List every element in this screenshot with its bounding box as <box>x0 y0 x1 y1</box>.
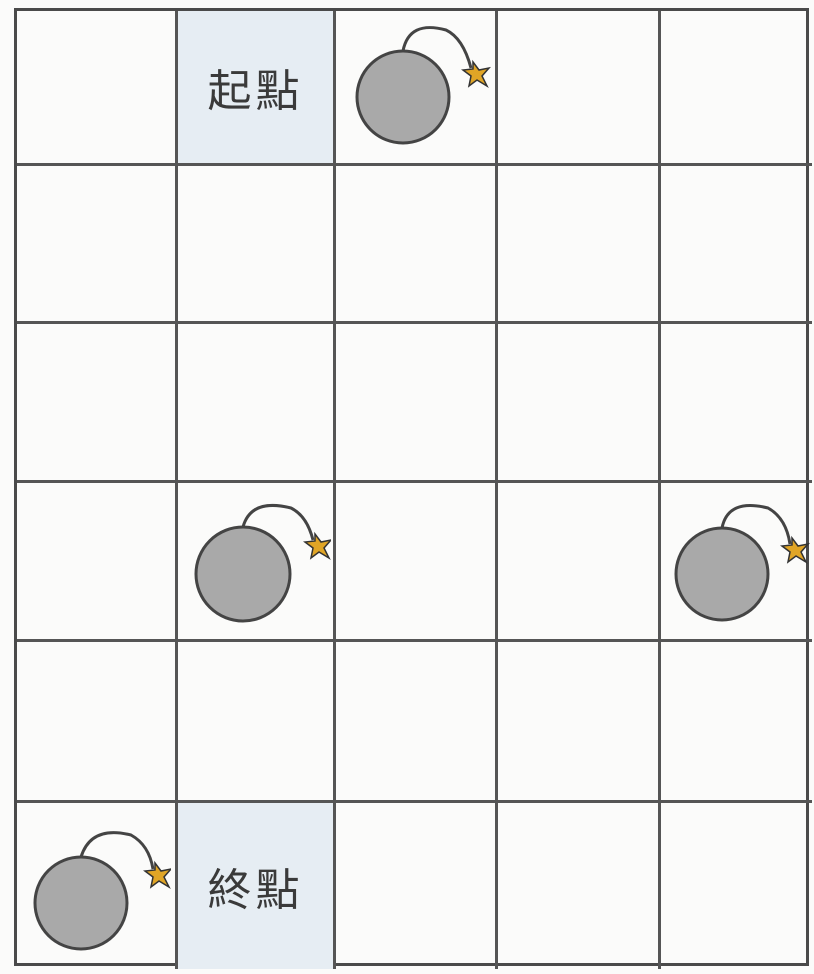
cell-start[interactable]: 起點 <box>178 11 336 166</box>
cell-r0-c2[interactable] <box>336 11 498 166</box>
cell-r1-c0[interactable] <box>17 166 178 324</box>
cell-r0-c0[interactable] <box>17 11 178 166</box>
cell-r2-c1[interactable] <box>178 324 336 483</box>
cell-r1-c1[interactable] <box>178 166 336 324</box>
game-board: 起點 <box>14 8 809 966</box>
cell-r2-c0[interactable] <box>17 324 178 483</box>
cell-r3-c1[interactable] <box>178 483 336 642</box>
start-label: 起點 <box>208 55 304 119</box>
bomb-icon <box>341 22 491 152</box>
cell-r2-c4[interactable] <box>661 324 812 483</box>
cell-r4-c2[interactable] <box>336 642 498 803</box>
bomb-icon <box>181 496 331 626</box>
bomb-icon <box>662 496 812 626</box>
cell-r4-c1[interactable] <box>178 642 336 803</box>
cell-r3-c3[interactable] <box>498 483 661 642</box>
cell-r4-c3[interactable] <box>498 642 661 803</box>
cell-r3-c4[interactable] <box>661 483 812 642</box>
end-label: 終點 <box>208 854 304 918</box>
cell-r3-c0[interactable] <box>17 483 178 642</box>
cell-r5-c2[interactable] <box>336 803 498 969</box>
cell-r0-c3[interactable] <box>498 11 661 166</box>
cell-r5-c4[interactable] <box>661 803 812 969</box>
cell-r2-c2[interactable] <box>336 324 498 483</box>
cell-r1-c2[interactable] <box>336 166 498 324</box>
cell-end[interactable]: 終點 <box>178 803 336 969</box>
cell-r1-c4[interactable] <box>661 166 812 324</box>
cell-r0-c4[interactable] <box>661 11 812 166</box>
bomb-icon <box>21 821 171 951</box>
cell-r4-c0[interactable] <box>17 642 178 803</box>
cell-r2-c3[interactable] <box>498 324 661 483</box>
cell-r4-c4[interactable] <box>661 642 812 803</box>
cell-r5-c0[interactable] <box>17 803 178 969</box>
cell-r3-c2[interactable] <box>336 483 498 642</box>
cell-r5-c3[interactable] <box>498 803 661 969</box>
cell-r1-c3[interactable] <box>498 166 661 324</box>
